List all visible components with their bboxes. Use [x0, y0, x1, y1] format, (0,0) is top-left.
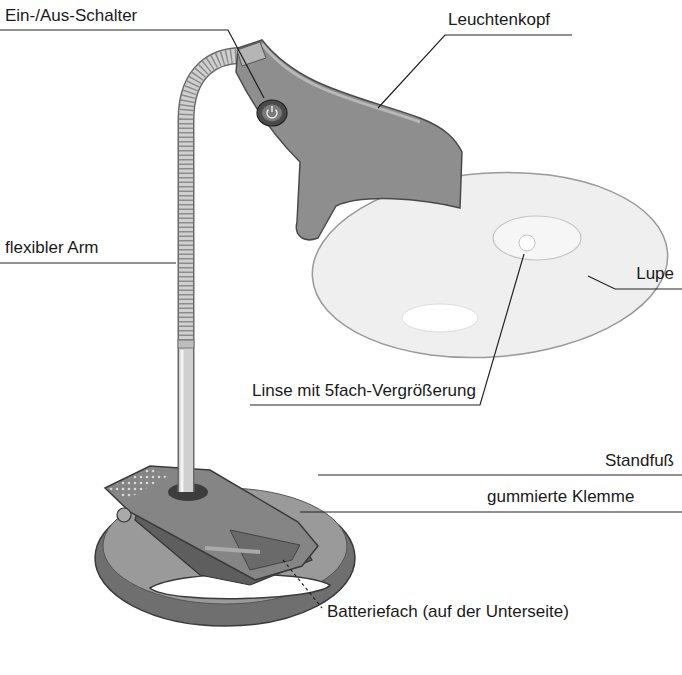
- part-label: Batteriefach (auf der Unterseite): [327, 602, 569, 622]
- flexible-arm: [178, 56, 250, 492]
- leader-lines: [0, 30, 682, 608]
- part-label: gummierte Klemme: [487, 487, 634, 507]
- rubber-clamp: [105, 466, 318, 585]
- part-label: Ein-/Aus-Schalter: [5, 6, 137, 26]
- part-label: Linse mit 5fach-Vergrößerung: [252, 381, 476, 401]
- power-switch: [257, 100, 287, 126]
- part-label: Lupe: [636, 264, 674, 284]
- part-label: flexibler Arm: [5, 238, 99, 258]
- part-label: Standfuß: [605, 451, 674, 471]
- lamp-head: [236, 40, 462, 240]
- part-label: Leuchtenkopf: [448, 10, 550, 30]
